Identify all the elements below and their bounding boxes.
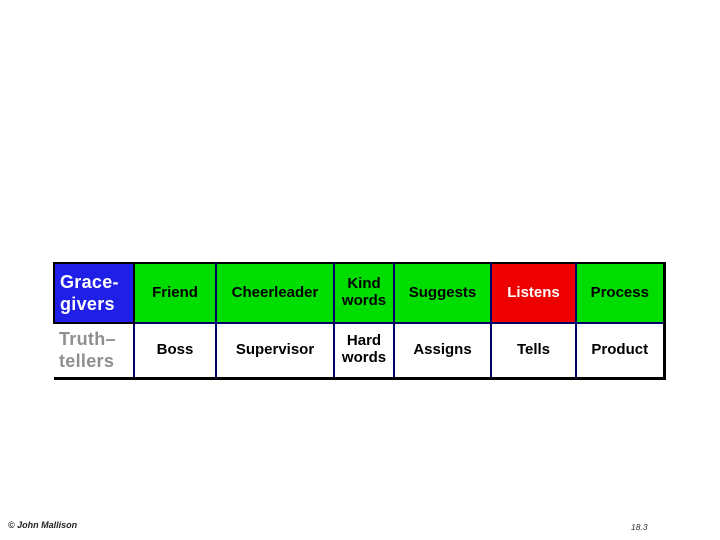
credit-text: © John Mallison [8, 520, 78, 530]
cell-cheerleader: Cheerleader [215, 262, 335, 324]
table-row-truth-tellers: Truth– tellers Boss Supervisor Hard word… [54, 322, 666, 380]
cell-boss: Boss [133, 322, 217, 380]
cell-process: Process [575, 262, 666, 324]
cell-kind-words: Kind words [333, 262, 395, 324]
slide-number: 18.3 [631, 522, 648, 532]
cell-hard-words: Hard words [333, 322, 395, 380]
grace-truth-table: Grace- givers Friend Cheerleader Kind wo… [53, 262, 666, 380]
row-header-line: Grace- [60, 271, 119, 292]
row-header-line: givers [60, 294, 115, 314]
cell-suggests: Suggests [393, 262, 492, 324]
row-header-line: tellers [59, 351, 115, 372]
cell-supervisor: Supervisor [215, 322, 335, 380]
table-row-grace-givers: Grace- givers Friend Cheerleader Kind wo… [53, 262, 666, 324]
cell-tells: Tells [490, 322, 577, 380]
row-header-truth-tellers: Truth– tellers [54, 322, 135, 380]
cell-friend: Friend [133, 262, 217, 324]
row-header-line: Truth– [59, 328, 116, 349]
row-header-grace-givers: Grace- givers [53, 262, 135, 324]
cell-listens: Listens [490, 262, 577, 324]
cell-assigns: Assigns [393, 322, 492, 380]
cell-product: Product [575, 322, 666, 380]
